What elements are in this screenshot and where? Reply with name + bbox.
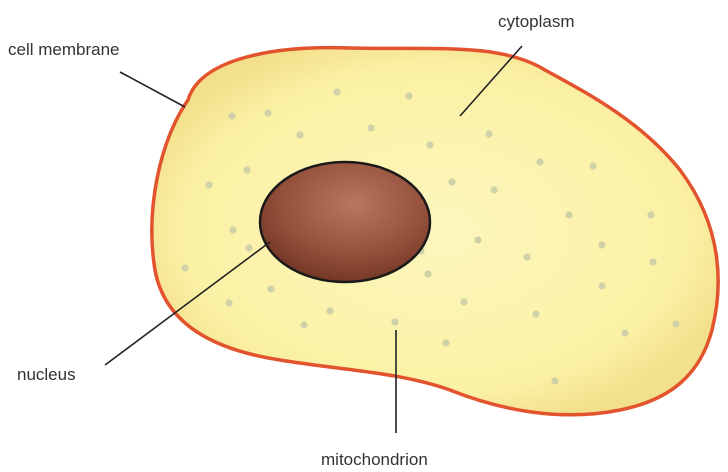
mitochondrion-dot [442,339,449,346]
mitochondrion-dot [228,112,235,119]
mitochondrion-dot [598,282,605,289]
mitochondrion-dot [243,166,250,173]
mitochondrion-dot [424,270,431,277]
mitochondrion-dot [523,253,530,260]
mitochondrion-dot [426,141,433,148]
nucleus-shape [260,162,430,282]
label-mitochondrion: mitochondrion [321,450,428,469]
mitochondrion-dot [621,329,628,336]
mitochondrion-dot [551,377,558,384]
mitochondrion-dot [300,321,307,328]
leader-line-cell-membrane [120,72,185,107]
mitochondrion-dot [229,226,236,233]
mitochondrion-dot [225,299,232,306]
mitochondrion-dot [647,211,654,218]
mitochondrion-dot [267,285,274,292]
mitochondrion-dot [460,298,467,305]
mitochondrion-dot [485,130,492,137]
mitochondrion-dot [565,211,572,218]
mitochondrion-dot [245,244,252,251]
mitochondrion-dot [296,131,303,138]
label-nucleus: nucleus [17,365,76,384]
mitochondrion-dot [405,92,412,99]
mitochondrion-dot [205,181,212,188]
cell-membrane-outline [152,48,718,415]
mitochondrion-dot [326,307,333,314]
mitochondrion-dot [532,310,539,317]
mitochondrion-dot [181,264,188,271]
mitochondrion-dot [536,158,543,165]
mitochondrion-dot [448,178,455,185]
mitochondrion-dot [474,236,481,243]
mitochondrion-dot [264,109,271,116]
label-cell-membrane: cell membrane [8,40,120,59]
label-cytoplasm: cytoplasm [498,12,575,31]
mitochondrion-dot [672,320,679,327]
mitochondrion-dot [367,124,374,131]
mitochondrion-dot [589,162,596,169]
mitochondrion-dot [598,241,605,248]
mitochondrion-dot [649,258,656,265]
mitochondrion-dot [333,88,340,95]
mitochondrion-dot [490,186,497,193]
mitochondrion-dot [391,318,398,325]
